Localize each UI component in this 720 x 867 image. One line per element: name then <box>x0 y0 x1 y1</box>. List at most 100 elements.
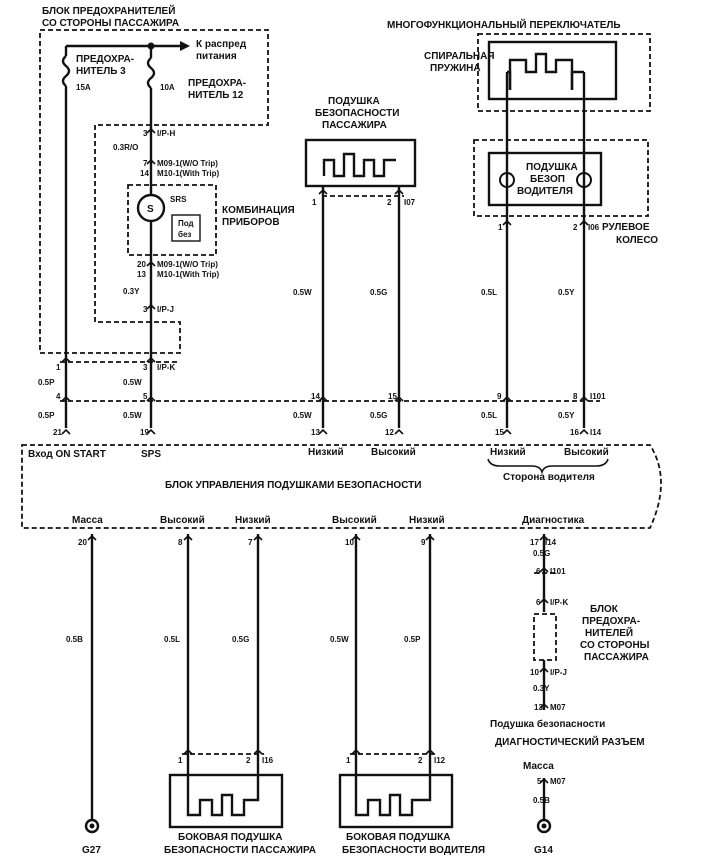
wire-05g-pass: 0.5G <box>370 288 387 297</box>
diag-fuse-label-2: ПРЕДОХРА- <box>582 616 640 627</box>
ecu-low-4: Низкий <box>409 515 445 526</box>
diag-pin-10: 10 <box>530 668 539 677</box>
passenger-airbag-pin-1: 1 <box>312 198 317 207</box>
ecu-pin-20: 20 <box>78 538 87 547</box>
terminal-chevron <box>539 597 549 604</box>
fuse12-symbol <box>146 57 156 89</box>
diag-conn-i101: I101 <box>550 567 566 576</box>
srs-indicator-1: Под <box>178 219 194 228</box>
diag-ground: Масса <box>523 761 554 772</box>
srs-lamp-glyph: S <box>147 204 154 215</box>
diag-conn-m07b: M07 <box>550 777 566 786</box>
ecu-pin-17: 17 <box>530 538 539 547</box>
fuse12-rating: 10A <box>160 83 175 92</box>
steering-wheel-label-2: КОЛЕСО <box>616 235 658 246</box>
ecu-conn-i14-lower: I14 <box>545 538 557 547</box>
terminal-chevron <box>146 395 156 402</box>
terminal-chevron <box>146 158 156 165</box>
wire-05p-2: 0.5P <box>38 411 55 420</box>
cluster-title-2: ПРИБОРОВ <box>222 217 280 228</box>
conn-pin-4: 4 <box>56 392 61 401</box>
ecu-pin-16: 16 <box>570 428 579 437</box>
diag-fuse-label-4: СО СТОРОНЫ <box>580 640 650 651</box>
wire-05b-g27: 0.5B <box>66 635 83 644</box>
wire-05p-1: 0.5P <box>38 378 55 387</box>
wire-05w-pass: 0.5W <box>293 288 312 297</box>
conn-pin-8: 8 <box>573 392 578 401</box>
driver-airbag-label-1: ПОДУШКА <box>526 162 578 173</box>
terminal-chevron <box>146 428 156 435</box>
lower-wire-labels: 0.5B 0.5L 0.5G 0.5W 0.5P <box>66 635 421 644</box>
spring-link-right <box>570 70 584 90</box>
diag-pin-13: 13 <box>534 703 543 712</box>
conn-pin-5: 5 <box>143 392 148 401</box>
ecu-ground: Масса <box>72 515 103 526</box>
side-pass-pin-2: 2 <box>246 756 251 765</box>
ecu-pin-10: 10 <box>345 538 354 547</box>
side-pass-conn: I16 <box>262 756 274 765</box>
conn-pin-15: 15 <box>388 392 397 401</box>
ecu-pin-13: 13 <box>311 428 320 437</box>
terminal-chevron <box>318 428 328 435</box>
ecu-pin-12: 12 <box>385 428 394 437</box>
fuse3-rating: 15A <box>76 83 91 92</box>
fuse3-label-1: ПРЕДОХРА- <box>76 54 134 65</box>
diag-fuse-label-1: БЛОК <box>590 604 619 615</box>
multifunction-switch: МНОГОФУНКЦИОНАЛЬНЫЙ ПЕРЕКЛЮЧАТЕЛЬ СПИРАЛ… <box>387 18 651 112</box>
diag-title: ДИАГНОСТИЧЕСКИЙ РАЗЪЕМ <box>495 735 645 748</box>
wire-05g-side: 0.5G <box>232 635 249 644</box>
ecu-high-4: Высокий <box>332 515 377 526</box>
side-airbags: 1 2 I16 БОКОВАЯ ПОДУШКА БЕЗОПАСНОСТИ ПАС… <box>82 753 485 856</box>
passenger-airbag-squib <box>322 152 396 178</box>
diag-conn-m07: M07 <box>550 703 566 712</box>
side-drv-pin-1: 1 <box>346 756 351 765</box>
control-unit-title: БЛОК УПРАВЛЕНИЯ ПОДУШКАМИ БЕЗОПАСНОСТИ <box>165 480 421 491</box>
diag-connector-label: Подушка безопасности <box>490 718 605 730</box>
ground-g14-label: G14 <box>534 845 553 856</box>
cluster-pin-3: 3 <box>143 129 148 138</box>
passenger-airbag-label-1: ПОДУШКА <box>328 96 380 107</box>
side-pass-pin-1: 1 <box>178 756 183 765</box>
ecu-conn-i14: I14 <box>590 428 602 437</box>
diag-conn-ipk: I/P-K <box>550 598 568 607</box>
spring-link-left <box>507 70 512 90</box>
airbag-control-unit: Вход ON START SPS Низкий Высокий Низкий … <box>21 444 662 547</box>
terminal-chevron <box>425 748 435 755</box>
terminal-chevron <box>318 395 328 402</box>
wire-05y-drv: 0.5Y <box>558 288 575 297</box>
terminal-chevron <box>539 702 549 709</box>
terminal-chevron <box>351 748 361 755</box>
cluster-m10-1b: M10-1(With Trip) <box>157 270 219 279</box>
cluster-m09-1b: M09-1(W/O Trip) <box>157 260 218 269</box>
terminal-chevron <box>61 356 71 363</box>
cluster-outline <box>127 184 217 256</box>
terminal-chevron <box>146 127 156 134</box>
ecu-high-3: Высокий <box>160 515 205 526</box>
conn-pin-14: 14 <box>311 392 320 401</box>
spiral-spring-label-1: СПИРАЛЬНАЯ <box>424 51 495 62</box>
wire-05w-3: 0.5W <box>293 411 312 420</box>
cluster-title-1: КОМБИНАЦИЯ <box>222 205 295 216</box>
ecu-high-2: Высокий <box>564 447 609 458</box>
passenger-airbag-label-3: ПАССАЖИРА <box>322 120 387 131</box>
spiral-spring-symbol <box>508 52 574 90</box>
srs-indicator-2: без <box>178 230 191 239</box>
power-dist-label-1: К распред <box>196 39 247 50</box>
terminal-chevron <box>183 534 193 541</box>
side-pass-squib <box>186 775 260 817</box>
ecu-pin-19: 19 <box>140 428 149 437</box>
conn-pin-1: 1 <box>56 363 61 372</box>
cluster-m10-1: M10-1(With Trip) <box>157 169 219 178</box>
conn-i101: I101 <box>590 392 606 401</box>
terminal-chevron <box>183 748 193 755</box>
diag-fuse-label-5: ПАССАЖИРА <box>584 652 649 663</box>
ecu-diag: Диагностика <box>522 515 585 526</box>
terminal-chevron <box>146 260 156 267</box>
terminal-chevron <box>539 534 549 541</box>
ecu-low-3: Низкий <box>235 515 271 526</box>
terminal-chevron <box>579 395 589 402</box>
diag-wire-05g: 0.5G <box>533 549 550 558</box>
conn-pin-9: 9 <box>497 392 502 401</box>
ground-g27-center <box>89 823 95 829</box>
